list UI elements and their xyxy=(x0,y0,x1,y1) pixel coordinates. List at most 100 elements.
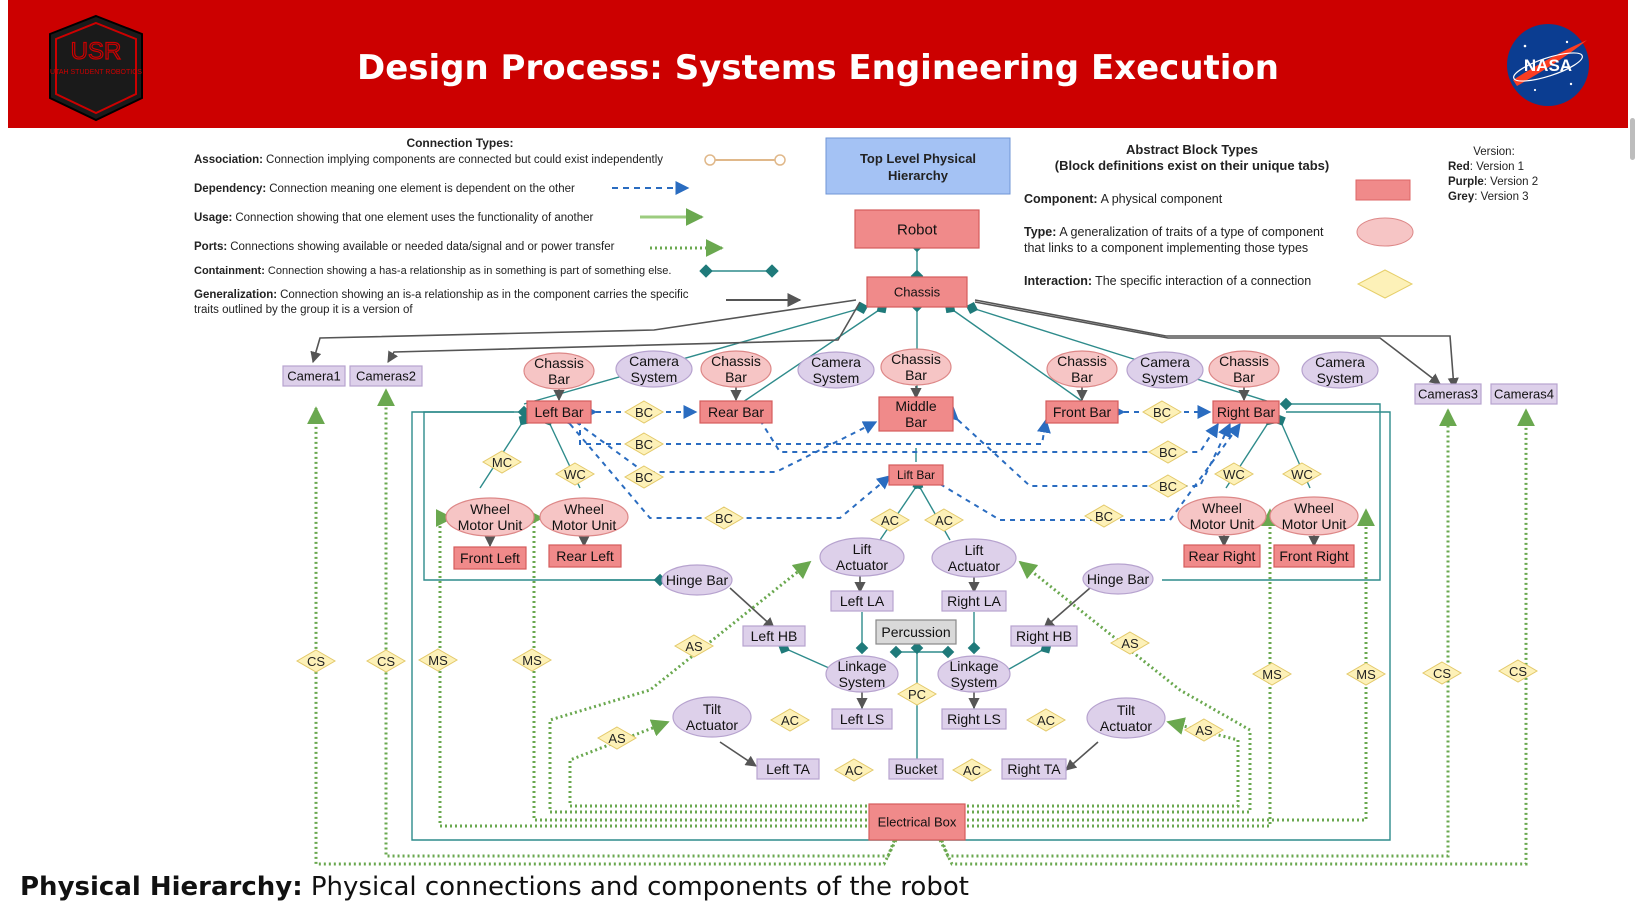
block-label: Rear Right xyxy=(1189,548,1256,564)
legend-component: Component:A physical component xyxy=(1024,192,1223,206)
block-label: System xyxy=(1142,370,1189,386)
interaction-mc: MC xyxy=(482,450,522,474)
svg-text:Hierarchy: Hierarchy xyxy=(888,168,949,183)
block-left-la: Left LA xyxy=(830,590,894,612)
interaction-label: MS xyxy=(522,653,542,668)
nasa-meatball-icon: NASA xyxy=(1507,24,1589,106)
block-label: Chassis xyxy=(534,355,584,371)
block-label: Cameras3 xyxy=(1418,387,1478,402)
block-label: Chassis xyxy=(711,353,761,369)
interaction-ac3: AC xyxy=(770,708,810,732)
interaction-label: MS xyxy=(1262,667,1282,682)
usr-logo-icon: USR UTAH STUDENT ROBOTICS xyxy=(49,14,143,122)
interaction-label: AS xyxy=(1121,636,1139,651)
block-label: Bar xyxy=(1233,369,1255,385)
block-label: Chassis xyxy=(1219,353,1269,369)
interaction-bc7: BC xyxy=(1148,474,1188,498)
scrollbar[interactable] xyxy=(1630,118,1635,160)
block-label: Tilt xyxy=(703,701,721,717)
block-label: Linkage xyxy=(837,658,886,674)
block-label: Front Bar xyxy=(1053,404,1112,420)
interaction-cs4: CS xyxy=(1498,659,1538,683)
svg-text:Version:: Version: xyxy=(1473,146,1515,158)
legend-usage: Usage:Connection showing that one elemen… xyxy=(194,212,594,224)
block-label: Lift xyxy=(965,542,984,558)
title-banner: Design Process: Systems Engineering Exec… xyxy=(8,0,1628,128)
block-label: Motor Unit xyxy=(1282,516,1347,532)
block-left-hb: Left HB xyxy=(742,625,806,647)
block-label: Rear Left xyxy=(556,548,614,564)
block-label: Right Bar xyxy=(1217,404,1276,420)
block-bucket: Bucket xyxy=(888,758,944,780)
interaction-label: PC xyxy=(908,687,926,702)
interaction-label: WC xyxy=(1291,467,1313,482)
interaction-bc4: BC xyxy=(704,506,744,530)
block-rear-right: Rear Right xyxy=(1183,544,1261,568)
interaction-label: BC xyxy=(1095,509,1113,524)
block-camera1: Camera1 xyxy=(282,365,346,387)
block-label: Actuator xyxy=(948,558,1000,574)
containment-connections xyxy=(411,239,1391,841)
block-label: Actuator xyxy=(1100,718,1152,734)
svg-text:(Block definitions exist on th: (Block definitions exist on their unique… xyxy=(1055,158,1329,173)
block-label: Middle xyxy=(895,398,936,414)
interaction-ac5: AC xyxy=(834,758,874,782)
interaction-as3: AS xyxy=(1110,631,1150,655)
block-label: Electrical Box xyxy=(878,815,957,830)
interaction-cs1: CS xyxy=(296,649,336,673)
svg-text:Top Level Physical: Top Level Physical xyxy=(860,151,976,166)
block-label: Cameras2 xyxy=(356,369,416,384)
block-label: System xyxy=(951,674,998,690)
interaction-label: CS xyxy=(1433,666,1451,681)
legend-generalization-line2: traits outlined by the group it is a ver… xyxy=(194,304,413,316)
block-label: Lift Bar xyxy=(897,468,935,482)
block-label: Bar xyxy=(548,371,570,387)
block-label: Hinge Bar xyxy=(1087,571,1150,587)
interaction-label: CS xyxy=(377,654,395,669)
interaction-cs2: CS xyxy=(366,649,406,673)
interaction-label: AC xyxy=(781,713,799,728)
block-label: Camera xyxy=(629,353,679,369)
nasa-logo-text: NASA xyxy=(1524,56,1572,75)
block-label: Camera xyxy=(1140,354,1190,370)
usr-logo-text: USR xyxy=(71,38,122,65)
block-label: Bar xyxy=(1071,369,1093,385)
legend-generalization: Generalization:Connection showing an is-… xyxy=(194,289,689,301)
interaction-label: BC xyxy=(635,470,653,485)
block-front-left: Front Left xyxy=(453,546,527,570)
block-label: Rear Bar xyxy=(708,404,764,420)
block-label: System xyxy=(839,674,886,690)
interaction-ms2: MS xyxy=(512,648,552,672)
connection-types-heading: Connection Types: xyxy=(406,136,513,150)
interaction-wc3: WC xyxy=(1282,462,1322,486)
block-label: Wheel xyxy=(564,501,604,517)
block-left-ta: Left TA xyxy=(756,758,820,780)
interaction-wc2: WC xyxy=(1214,462,1254,486)
usr-logo-subtext: UTAH STUDENT ROBOTICS xyxy=(50,69,142,76)
block-percussion: Percussion xyxy=(875,619,957,645)
top-level-physical-hierarchy: Top Level Physical Hierarchy xyxy=(825,137,1011,195)
block-label: Cameras4 xyxy=(1494,387,1554,402)
block-label: Motor Unit xyxy=(458,517,523,533)
block-right-ta: Right TA xyxy=(1001,758,1067,780)
block-label: Wheel xyxy=(1202,500,1242,516)
slide-caption: Physical Hierarchy: Physical connections… xyxy=(20,872,969,902)
block-label: Camera xyxy=(811,354,861,370)
block-electrical-box: Electrical Box xyxy=(868,803,966,841)
interaction-label: AC xyxy=(881,513,899,528)
block-label: Chassis xyxy=(891,351,941,367)
interaction-as4: AS xyxy=(1184,718,1224,742)
interaction-pc: PC xyxy=(897,682,937,706)
block-label: Right TA xyxy=(1007,761,1061,777)
interaction-ms4: MS xyxy=(1346,662,1386,686)
block-chassis: Chassis xyxy=(866,276,968,308)
